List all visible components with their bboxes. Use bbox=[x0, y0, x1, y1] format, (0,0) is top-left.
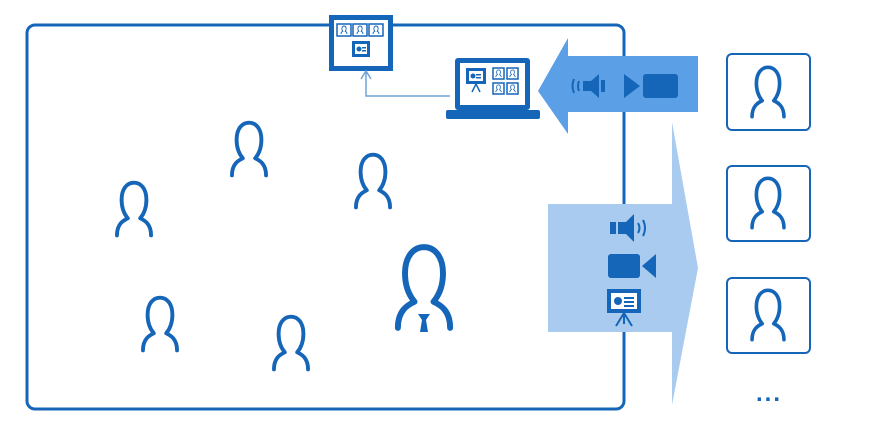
presentation-icon bbox=[607, 289, 641, 327]
connector-line bbox=[365, 71, 450, 97]
meeting-room-frame bbox=[25, 23, 626, 411]
presenter-icon bbox=[398, 247, 450, 332]
speaker-icon bbox=[610, 214, 646, 242]
laptop-icon bbox=[446, 58, 540, 119]
video-wall-icon bbox=[329, 15, 393, 71]
inbound-stream-arrow bbox=[538, 38, 698, 134]
camera-icon bbox=[624, 74, 678, 98]
more-participants-ellipsis: ... bbox=[755, 380, 782, 407]
connector-arrowhead bbox=[360, 69, 372, 80]
remote-participant-tile bbox=[726, 165, 811, 242]
speaker-icon bbox=[571, 74, 605, 98]
remote-participant-tile bbox=[726, 277, 811, 354]
remote-participant-tile bbox=[726, 53, 811, 131]
camera-icon bbox=[608, 254, 656, 278]
